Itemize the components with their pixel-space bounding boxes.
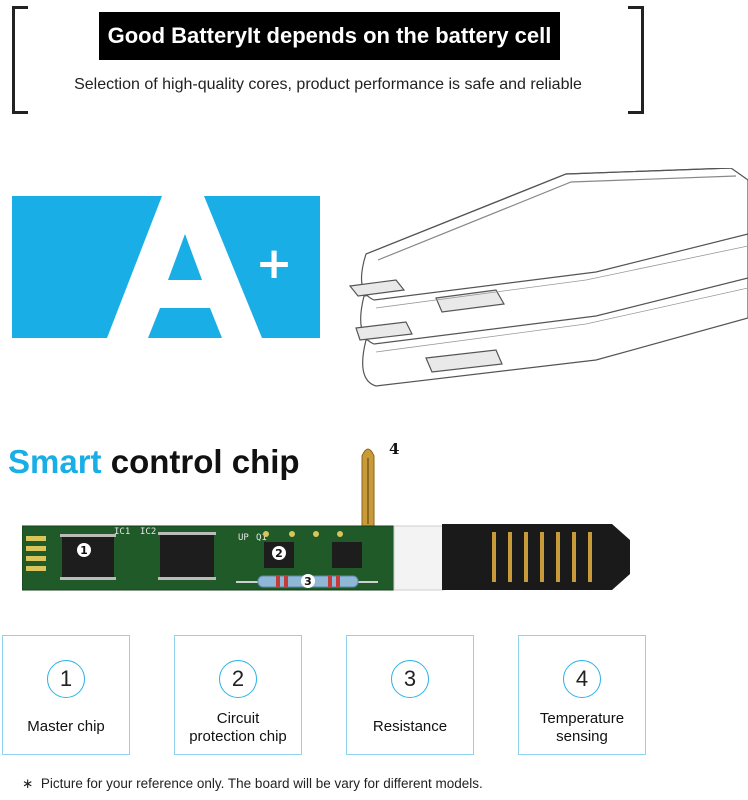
feature-card-master-chip: 1 Master chip	[2, 635, 130, 755]
header-subtitle: Selection of high-quality cores, product…	[74, 76, 582, 93]
a-plus-grade-graphic: +	[12, 196, 320, 338]
asterisk-icon: ∗	[22, 776, 34, 791]
label-q1: Q1	[256, 533, 267, 543]
chip-heading: Smart control chip	[8, 443, 300, 481]
battery-cell-illustration	[348, 168, 748, 387]
control-board-illustration: 4 1 2 IC1 IC2 UP Q1 3	[22, 440, 630, 591]
chip-heading-accent: Smart	[8, 443, 102, 480]
footnote: ∗ Picture for your reference only. The b…	[22, 776, 483, 792]
left-bracket	[12, 6, 28, 114]
callout-1: 1	[80, 544, 88, 557]
footnote-text: Picture for your reference only. The boa…	[40, 776, 483, 791]
feature-card-circuit-protection: 2 Circuit protection chip	[174, 635, 302, 755]
label-up: UP	[238, 533, 249, 543]
feature-number: 2	[219, 660, 257, 698]
feature-label: Master chip	[27, 718, 105, 735]
callout-4: 4	[389, 440, 399, 458]
label-ic1: IC1	[114, 527, 130, 537]
header-title: Good BatteryIt depends on the battery ce…	[99, 12, 560, 60]
callout-2: 2	[275, 547, 283, 560]
right-bracket	[628, 6, 644, 114]
feature-label: Circuit protection chip	[189, 710, 287, 745]
feature-label: Resistance	[372, 718, 448, 735]
feature-number: 3	[391, 660, 429, 698]
feature-card-resistance: 3 Resistance	[346, 635, 474, 755]
callout-3: 3	[304, 575, 312, 588]
feature-label: Temperature sensing	[539, 710, 625, 745]
grade-plus: +	[256, 238, 293, 289]
label-ic2: IC2	[140, 527, 156, 537]
feature-number: 1	[47, 660, 85, 698]
chip-heading-rest: control chip	[110, 443, 300, 480]
feature-card-temperature-sensing: 4 Temperature sensing	[518, 635, 646, 755]
feature-number: 4	[563, 660, 601, 698]
